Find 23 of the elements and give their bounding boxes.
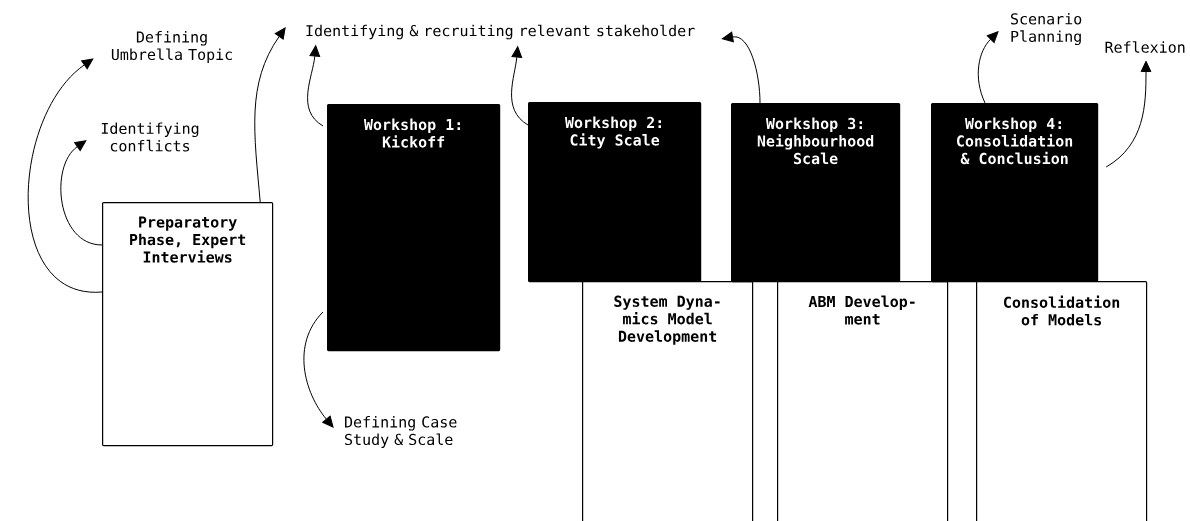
arrow [1105, 60, 1152, 168]
step-label: Scenario Planning [1011, 12, 1082, 46]
workshop-box: Workshop 4: Consolidation & Conclusion [931, 103, 1099, 283]
workshop-box: Workshop 3: Neighbourhood Scale [731, 103, 901, 283]
process-box: Consolidation of Models [976, 281, 1148, 521]
step-label: Defining Case Study & Scale [345, 416, 457, 448]
step-label: Defining Umbrella Topic [111, 31, 232, 63]
process-box: Preparatory Phase, Expert Interviews [102, 202, 274, 447]
arrow [254, 27, 286, 203]
arrow [721, 31, 761, 104]
arrow [27, 58, 103, 293]
arrow [307, 45, 324, 127]
process-box: ABM Develop- ment [777, 281, 949, 521]
arrow [511, 46, 529, 126]
step-label: Identifying conflicts [101, 122, 199, 152]
workshop-box: Workshop 1: Kickoff [327, 104, 501, 352]
process-box: System Dyna- mics Model Development [582, 281, 754, 521]
arrow [977, 31, 999, 104]
step-label: Identifying & recruiting relevant stakeholder [306, 24, 695, 40]
step-label: Reflexion [1105, 41, 1185, 53]
arrow [303, 311, 334, 428]
workshop-box: Workshop 2: City Scale [528, 102, 702, 283]
arrow [60, 140, 103, 246]
